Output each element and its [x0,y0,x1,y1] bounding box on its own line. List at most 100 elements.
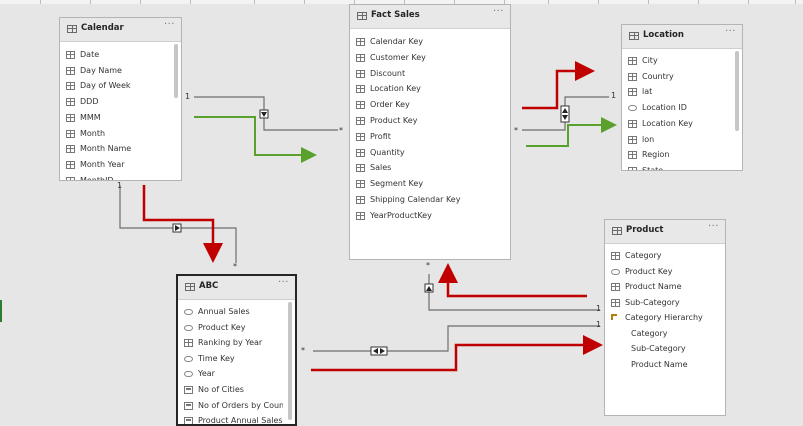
more-options-icon[interactable]: ··· [492,6,504,17]
field-row[interactable]: DDD [60,95,169,110]
field-row[interactable]: Day Name [60,64,169,79]
field-row[interactable]: Sub-Category [605,296,713,311]
grid-icon [66,82,75,91]
field-row[interactable]: Location Key [350,82,498,97]
field-row[interactable]: Region [622,148,730,163]
field-row[interactable]: State [622,164,730,170]
table-title: ABC [199,281,219,291]
table-header[interactable]: Calendar ··· [60,18,181,42]
field-label: lat [642,87,653,97]
field-row[interactable]: MonthID [60,174,169,180]
grid-icon [356,117,365,125]
ruler-tick [548,0,549,4]
field-row[interactable]: Product Name [605,280,713,295]
ruler-tick [304,0,305,4]
field-row[interactable]: Order Key [350,98,498,113]
table-header[interactable]: Fact Sales ··· [350,5,510,29]
field-row[interactable]: No of Cities [178,383,283,398]
field-row[interactable]: Product Key [350,114,498,129]
field-row[interactable]: Product Name [605,358,713,373]
field-row[interactable]: Location Key [622,117,730,132]
field-row[interactable]: Product Key [178,321,283,336]
field-row[interactable]: Ranking by Year [178,336,283,351]
grid-icon [628,119,637,128]
field-row[interactable]: Month Name [60,142,169,157]
more-options-icon[interactable]: ··· [707,221,719,232]
field-label: Order Key [370,100,410,110]
table-icon [185,283,195,291]
grid-icon [356,164,365,173]
grid-icon [66,51,75,59]
field-label: Product Name [625,282,682,291]
field-row[interactable]: Quantity [350,146,498,161]
field-row[interactable]: Year [178,367,283,382]
hidden-icon [184,371,193,378]
grid-icon [356,69,365,78]
field-row[interactable]: Annual Sales [178,305,283,320]
hidden-icon [611,268,620,275]
field-row[interactable]: Category [605,327,713,342]
field-row[interactable]: No of Orders by Coun... [178,399,283,414]
field-row[interactable]: Month Year [60,158,169,173]
grid-icon [628,151,637,160]
field-row[interactable]: lon [622,133,730,148]
field-label: Product Key [370,116,418,125]
more-options-icon[interactable]: ··· [724,26,736,37]
field-row[interactable]: Product Key [605,265,713,280]
field-label: Day Name [80,65,122,75]
field-label: Time Key [198,353,235,363]
table-header[interactable]: Location ··· [622,25,742,49]
field-row[interactable]: Category [605,249,713,264]
scrollbar[interactable] [288,302,292,420]
table-header[interactable]: ABC ··· [178,276,295,300]
grid-icon [356,211,365,220]
scrollbar[interactable] [735,51,739,131]
field-row[interactable]: Customer Key [350,51,498,66]
field-row[interactable]: Sub-Category [605,342,713,357]
cardinality-calendar-fact-many: * [339,126,343,135]
table-header[interactable]: Product ··· [605,220,725,244]
field-row[interactable]: Segment Key [350,177,498,192]
field-label: Sub-Category [631,344,686,353]
more-options-icon[interactable]: ··· [277,277,289,288]
field-label: Month Year [80,159,125,169]
table-title: Fact Sales [371,10,420,20]
field-row[interactable]: Month [60,127,169,142]
field-row[interactable]: lat [622,85,730,100]
grid-icon [628,135,637,144]
field-row[interactable]: Sales [350,161,498,176]
grid-icon [184,339,193,348]
table-title: Product [626,225,664,235]
field-row[interactable]: City [622,54,730,69]
field-row[interactable]: Discount [350,67,498,82]
grid-icon [66,145,75,154]
field-row[interactable]: Category Hierarchy [605,311,713,326]
field-row[interactable]: YearProductKey [350,209,498,224]
field-row[interactable]: Profit [350,130,498,145]
field-row[interactable]: Date [60,48,169,63]
ruler-tick [598,0,599,4]
field-row[interactable]: Shipping Calendar Key [350,193,498,208]
cardinality-calendar-fact-one: 1 [185,92,191,101]
field-row[interactable]: Time Key [178,352,283,367]
field-row[interactable]: Calendar Key [350,35,498,50]
field-label: DDD [80,97,99,107]
field-row[interactable]: Day of Week [60,79,169,94]
scrollbar[interactable] [174,44,178,98]
ruler-tick [190,0,191,4]
field-row[interactable]: Location ID [622,101,730,116]
product-fact-relationship[interactable] [428,274,600,311]
green-arrow-calendar-fact [194,116,317,163]
field-label: Region [642,150,670,160]
field-label: Category [625,251,662,260]
more-options-icon[interactable]: ··· [163,19,175,30]
field-label: Location Key [642,118,693,128]
field-row[interactable]: Country [622,70,730,85]
field-row[interactable]: Product Annual Sales [178,414,283,424]
field-row[interactable]: MMM [60,111,169,126]
